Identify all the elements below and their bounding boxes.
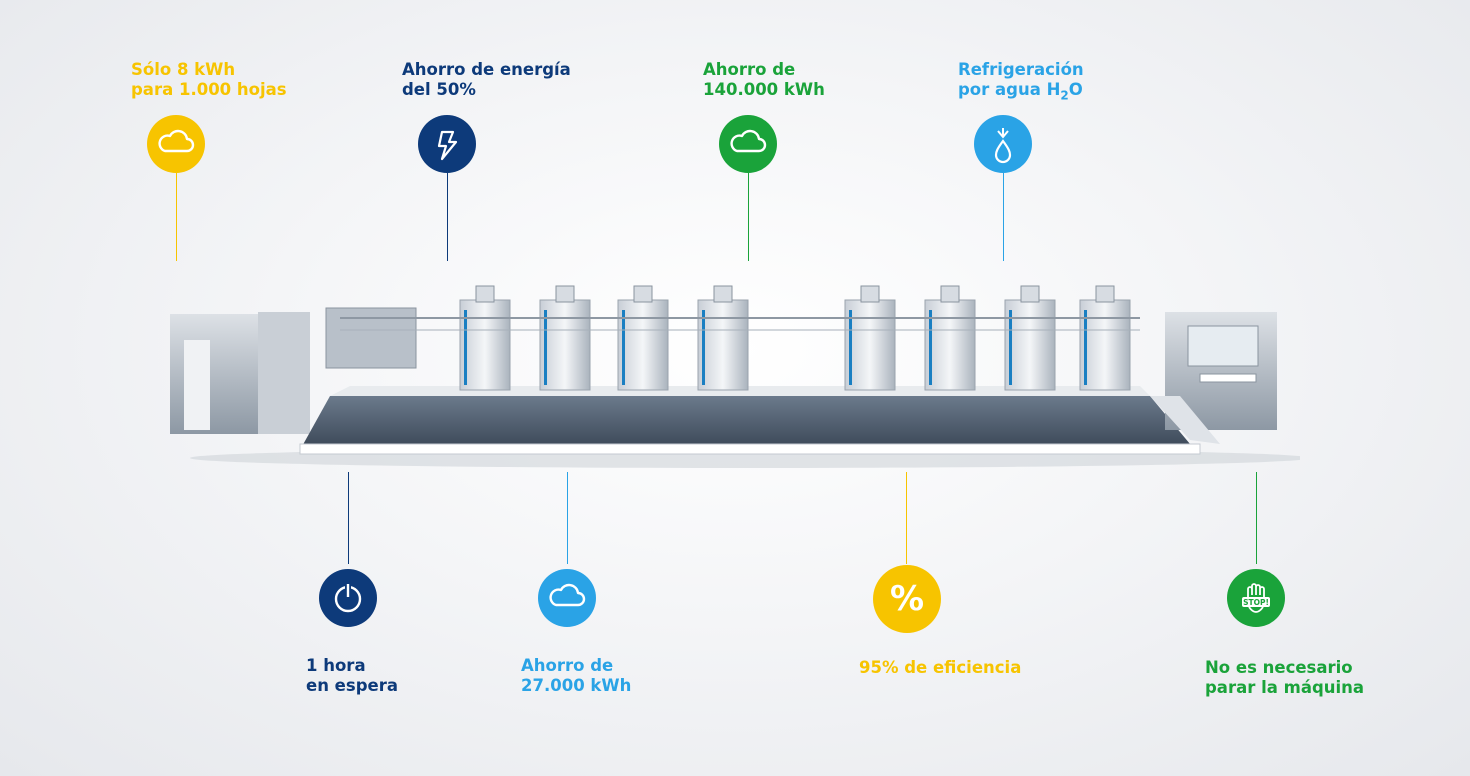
- printing-unit: [924, 299, 976, 391]
- water-drop-icon: [974, 115, 1032, 173]
- connector-line: [348, 472, 349, 564]
- label-line: 27.000 kWh: [521, 676, 632, 695]
- connector-line: [567, 472, 568, 564]
- connector-line: [748, 173, 749, 261]
- label-line: 95% de eficiencia: [859, 658, 1022, 677]
- unit-stripe: [702, 310, 705, 385]
- unit-top: [940, 285, 960, 303]
- printing-unit: [697, 299, 749, 391]
- unit-stripe: [1009, 310, 1012, 385]
- printing-unit: [1079, 299, 1131, 391]
- power-icon: [319, 569, 377, 627]
- unit-top: [633, 285, 653, 303]
- unit-top: [860, 285, 880, 303]
- unit-top: [555, 285, 575, 303]
- cloud-icon: [538, 569, 596, 627]
- label-line: 1 hora: [306, 656, 366, 675]
- stop-text: STOP!: [1243, 598, 1269, 607]
- unit-top: [713, 285, 733, 303]
- connector-line: [1003, 173, 1004, 261]
- stop-hand-icon: STOP!: [1227, 569, 1285, 627]
- unit-top: [475, 285, 495, 303]
- cloud-icon: [719, 115, 777, 173]
- label-energy-saving: Ahorro de energía del 50%: [402, 60, 571, 100]
- label-text: por agua H: [958, 80, 1061, 99]
- connector-line: [906, 472, 907, 564]
- printing-unit: [844, 299, 896, 391]
- label-line: del 50%: [402, 80, 476, 99]
- printing-unit: [539, 299, 591, 391]
- label-line: Refrigeración: [958, 60, 1084, 79]
- connector-line: [176, 173, 177, 261]
- printing-unit: [617, 299, 669, 391]
- unit-top: [1020, 285, 1040, 303]
- label-line: 140.000 kWh: [703, 80, 825, 99]
- label-water-cooling: Refrigeración por agua H2O: [958, 60, 1084, 105]
- percent-icon: %: [873, 565, 941, 633]
- unit-top: [1095, 285, 1115, 303]
- label-line: para 1.000 hojas: [131, 80, 287, 99]
- connector-line: [1256, 472, 1257, 564]
- label-line: Ahorro de: [703, 60, 796, 79]
- unit-stripe: [622, 310, 625, 385]
- label-line: Ahorro de energía: [402, 60, 571, 79]
- label-saving-140000: Ahorro de 140.000 kWh: [703, 60, 825, 100]
- label-efficiency: 95% de eficiencia: [859, 658, 1021, 678]
- printing-press-illustration: [150, 270, 1310, 470]
- unit-stripe: [1084, 310, 1087, 385]
- unit-stripe: [849, 310, 852, 385]
- unit-stripe: [464, 310, 467, 385]
- label-text: O: [1068, 80, 1083, 99]
- label-no-stop: No es necesario parar la máquina: [1205, 658, 1364, 698]
- label-line: por agua H2O: [958, 80, 1084, 105]
- unit-stripe: [544, 310, 547, 385]
- connector-line: [447, 173, 448, 261]
- label-saving-27000: Ahorro de 27.000 kWh: [521, 656, 631, 696]
- unit-stripe: [929, 310, 932, 385]
- printing-unit: [1004, 299, 1056, 391]
- label-line: No es necesario: [1205, 658, 1353, 677]
- label-line: Sólo 8 kWh: [131, 60, 236, 79]
- label-line: Ahorro de: [521, 656, 614, 675]
- percent-symbol: %: [889, 579, 925, 619]
- label-subscript: 2: [1060, 88, 1069, 103]
- label-energy-per-sheets: Sólo 8 kWh para 1.000 hojas: [131, 60, 287, 100]
- printing-unit: [459, 299, 511, 391]
- cloud-icon: [147, 115, 205, 173]
- lightning-icon: [418, 115, 476, 173]
- label-standby: 1 hora en espera: [306, 656, 398, 696]
- label-line: parar la máquina: [1205, 678, 1365, 697]
- label-line: en espera: [306, 676, 398, 695]
